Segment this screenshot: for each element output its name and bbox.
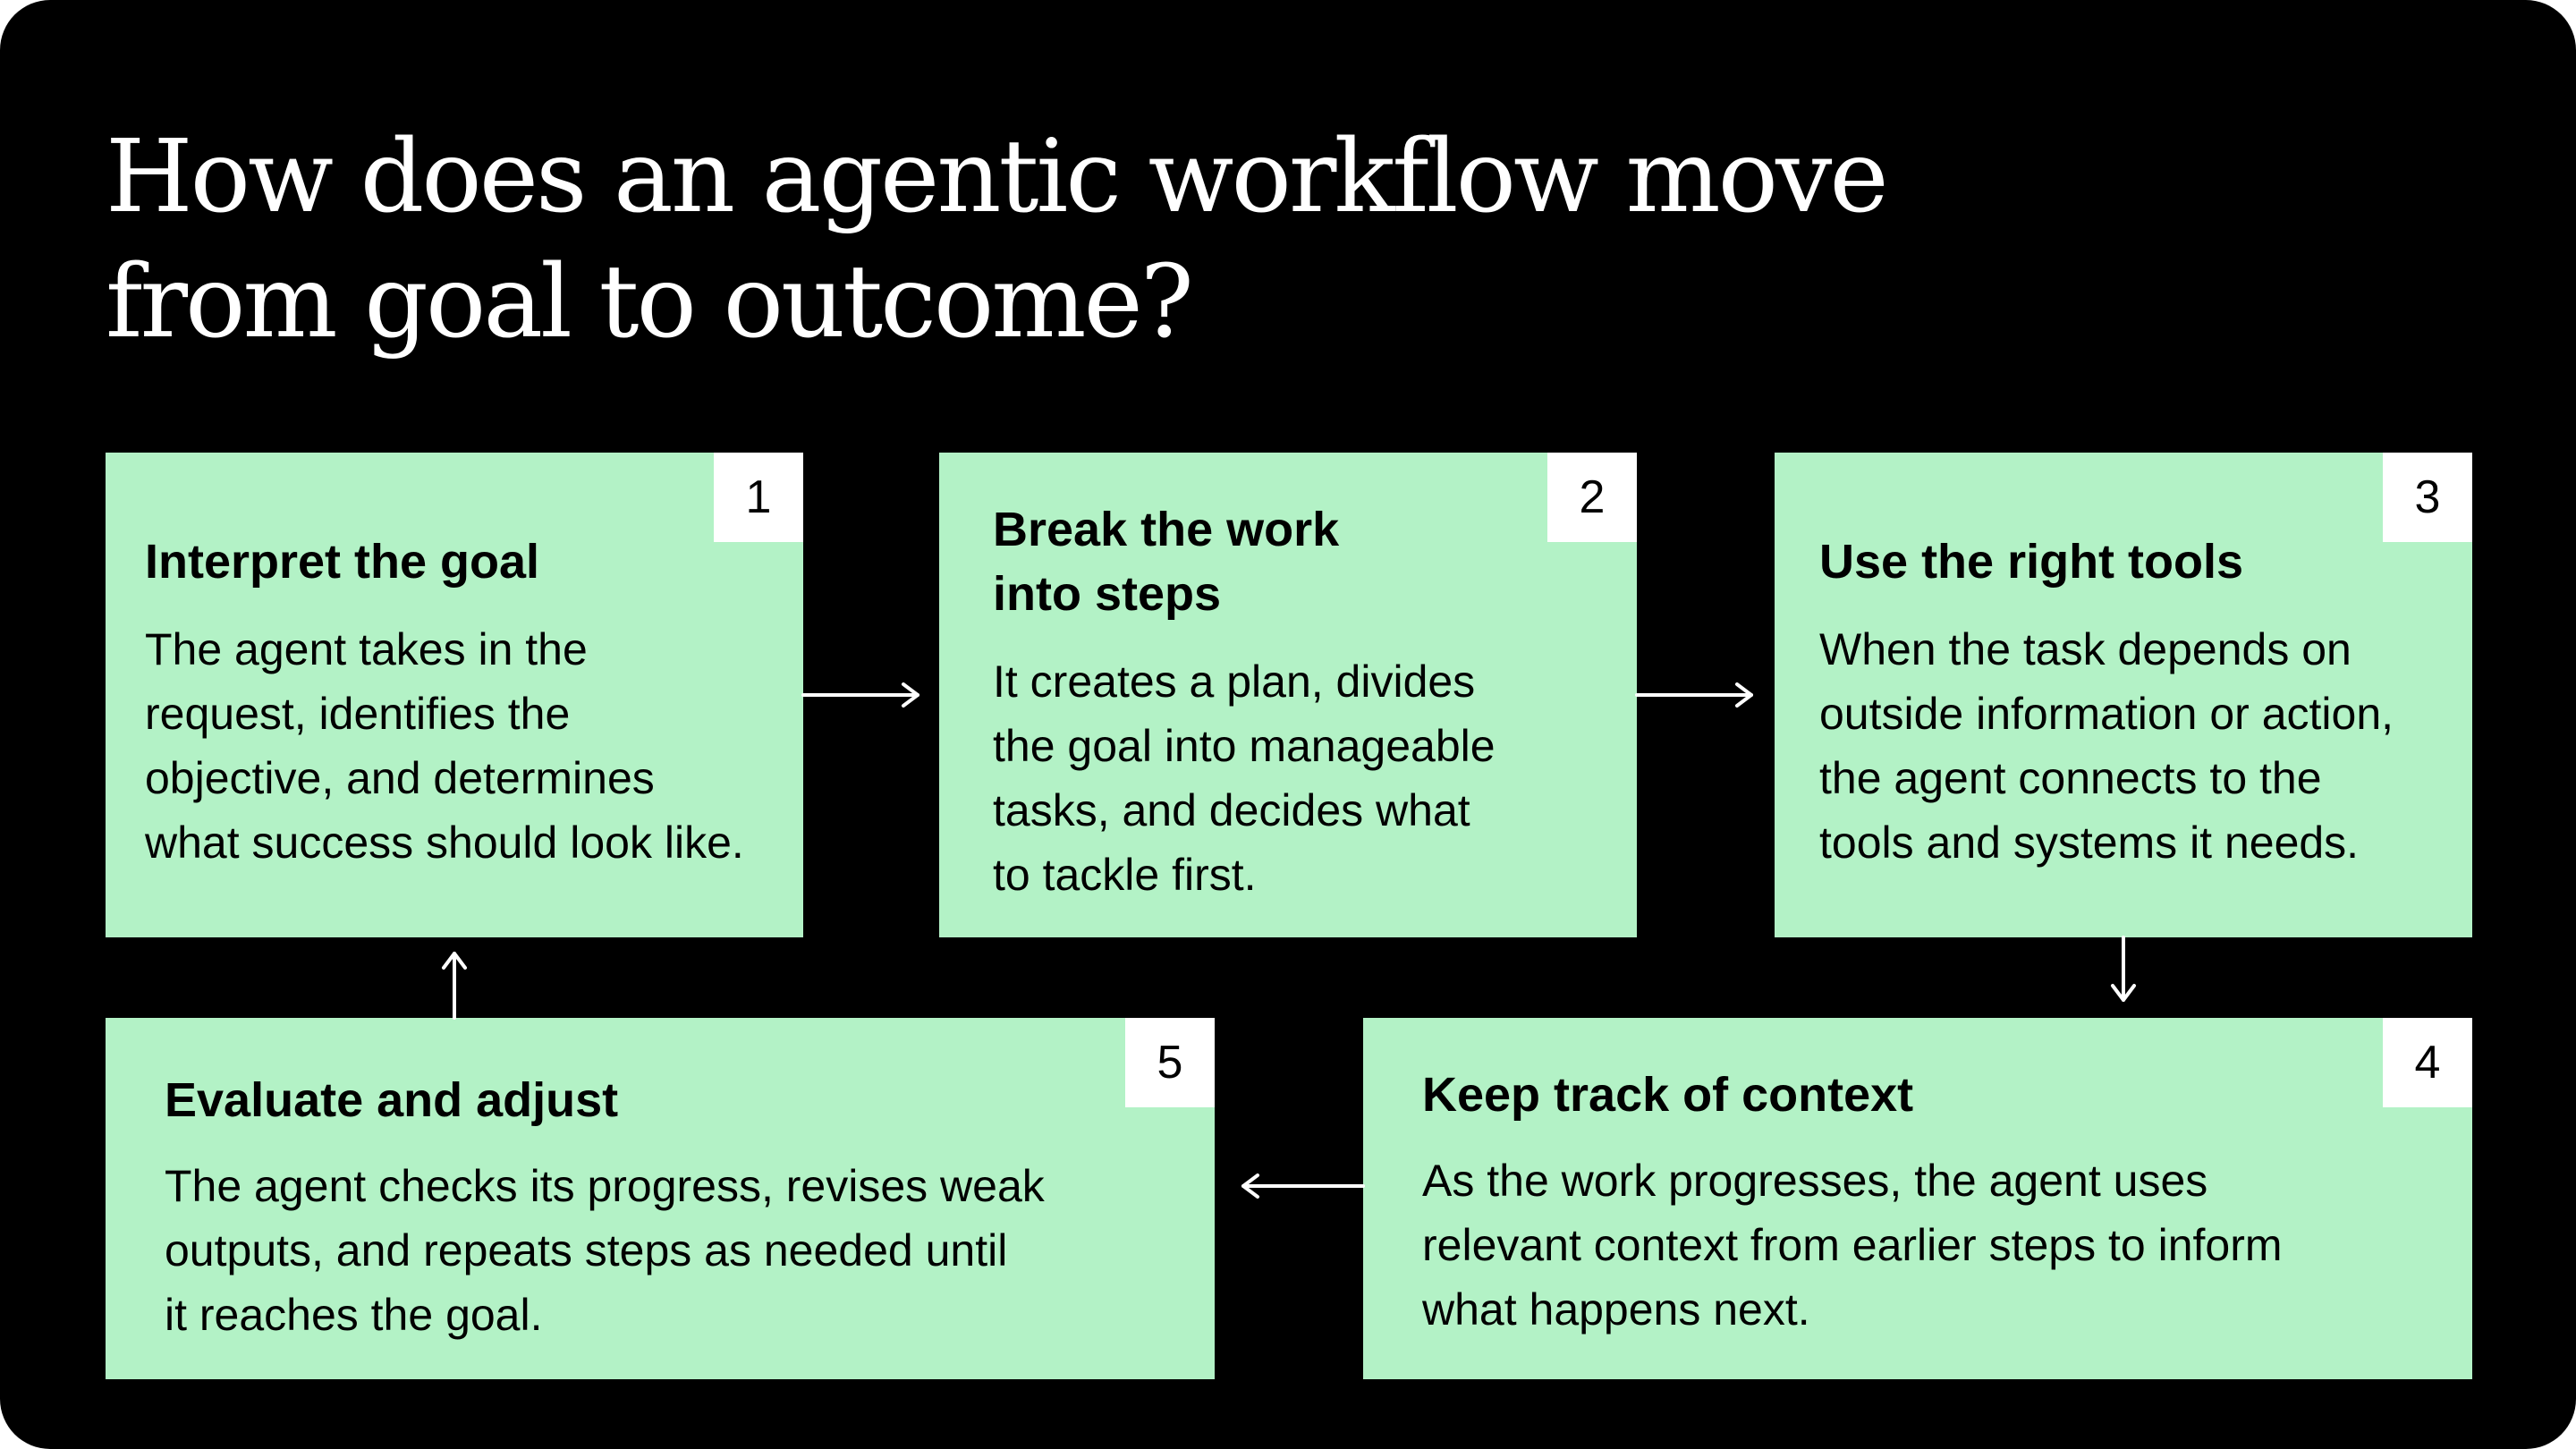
step-number-5: 5 <box>1125 1018 1215 1107</box>
step-title-3: Use the right tools <box>1819 535 2244 589</box>
step-card-2: 2 Break the work into steps It creates a… <box>939 453 1637 937</box>
step-number-1: 1 <box>714 453 803 542</box>
step-card-3: 3 Use the right tools When the task depe… <box>1775 453 2472 937</box>
step-number-3: 3 <box>2383 453 2472 542</box>
arrow-4-to-5 <box>1241 1174 1365 1199</box>
step-body-3: When the task depends on outside informa… <box>1819 624 2394 868</box>
step-card-1: 1 Interpret the goal The agent takes in … <box>106 453 803 937</box>
step-card-5: 5 Evaluate and adjust The agent checks i… <box>106 1018 1215 1379</box>
step-body-4: As the work progresses, the agent uses r… <box>1422 1156 2283 1335</box>
arrow-3-to-4 <box>2111 936 2136 1002</box>
step-number-4: 4 <box>2383 1018 2472 1107</box>
step-body-5: The agent checks its progress, revises w… <box>165 1161 1045 1340</box>
step-number-2: 2 <box>1547 453 1637 542</box>
step-title-1: Interpret the goal <box>145 535 540 589</box>
slide-title: How does an agentic workflow move from g… <box>106 119 1889 360</box>
arrow-1-to-2 <box>801 682 919 708</box>
arrow-5-to-1 <box>442 952 467 1020</box>
step-card-4: 4 Keep track of context As the work prog… <box>1363 1018 2472 1379</box>
arrow-2-to-3 <box>1635 682 1753 708</box>
step-body-1: The agent takes in the request, identifi… <box>145 624 744 868</box>
step-title-2: Break the work into steps <box>993 503 1340 621</box>
step-body-2: It creates a plan, divides the goal into… <box>993 657 1496 900</box>
step-title-4: Keep track of context <box>1422 1068 1914 1122</box>
step-title-5: Evaluate and adjust <box>165 1073 619 1127</box>
